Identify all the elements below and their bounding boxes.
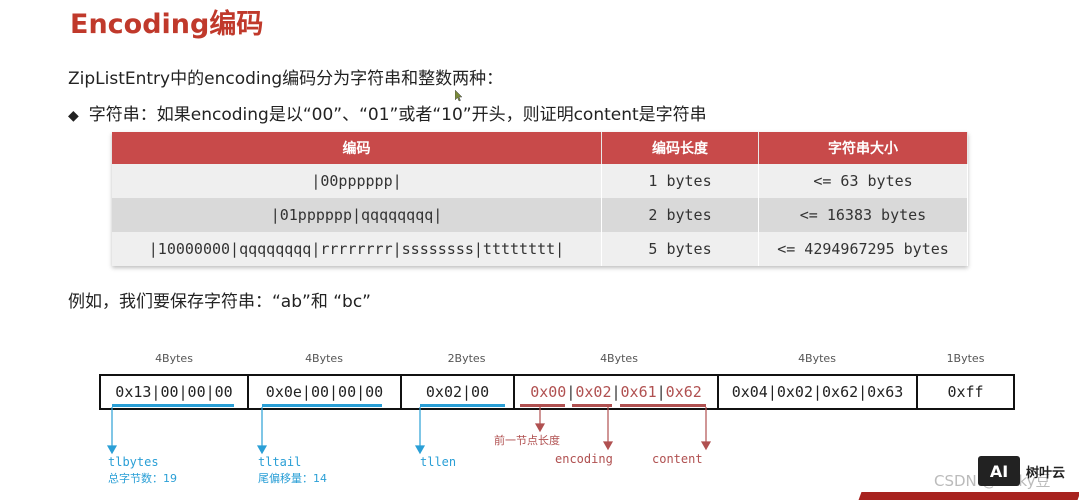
- table-cell: <= 4294967295 bytes: [758, 232, 968, 266]
- table-cell: 5 bytes: [601, 232, 759, 266]
- tltail-underline: [262, 404, 382, 407]
- prevlen-label: 前一节点长度: [494, 434, 560, 447]
- size-label: 1Bytes: [946, 352, 985, 365]
- table-row: |00pppppp| 1 bytes <= 63 bytes: [112, 164, 968, 198]
- content-value: 0x62: [665, 383, 702, 401]
- content-underline: [620, 404, 706, 407]
- example-text: 例如，我们要保存字符串：“ab”和 “bc”: [68, 292, 371, 312]
- table-row: |10000000|qqqqqqqq|rrrrrrrr|ssssssss|ttt…: [112, 232, 968, 266]
- encoding-underline: [572, 404, 612, 407]
- encoding-value: 0x02: [575, 383, 612, 401]
- content-value: 0x61: [620, 383, 657, 401]
- tlbytes-desc: 总字节数：19: [108, 472, 177, 485]
- prevlen-value: 0x00: [530, 383, 567, 401]
- bullet-line: ◆ 字符串：如果encoding是以“00”、“01”或者“10”开头，则证明co…: [68, 100, 707, 125]
- tltail-desc: 尾偏移量：14: [258, 472, 327, 485]
- tlbytes-label: tlbytes: [108, 455, 159, 469]
- footer-bar: [858, 492, 1079, 500]
- diamond-bullet-icon: ◆: [68, 108, 79, 124]
- mouse-cursor-icon: [455, 90, 463, 102]
- table-cell: 2 bytes: [601, 198, 759, 232]
- zlend-box: 0xff: [916, 374, 1015, 410]
- tllen-underline: [420, 404, 505, 407]
- size-label: 4Bytes: [600, 352, 638, 365]
- tllen-label: tllen: [420, 455, 457, 469]
- size-label: 2Bytes: [447, 352, 486, 365]
- prevlen-underline: [520, 404, 565, 407]
- entry-box: 0x00|0x02|0x61|0x62: [513, 374, 719, 410]
- table-header: 编码: [112, 132, 602, 164]
- size-label: 4Bytes: [798, 352, 836, 365]
- table-cell: 1 bytes: [601, 164, 759, 198]
- table-cell: |10000000|qqqqqqqq|rrrrrrrr|ssssssss|ttt…: [112, 232, 602, 266]
- tlbytes-underline: [112, 404, 234, 407]
- entry-box-2: 0x04|0x02|0x62|0x63: [717, 374, 918, 410]
- brand-name: 树叶云: [1026, 466, 1066, 481]
- encoding-label: encoding: [555, 452, 613, 466]
- table-cell: <= 16383 bytes: [758, 198, 968, 232]
- bullet-text: 字符串：如果encoding是以“00”、“01”或者“10”开头，则证明con…: [88, 105, 707, 125]
- intro-text: ZipListEntry中的encoding编码分为字符串和整数两种：: [68, 69, 504, 89]
- page-title: Encoding编码: [70, 9, 264, 40]
- size-label: 4Bytes: [305, 352, 343, 365]
- ai-logo: AI: [978, 456, 1020, 486]
- size-label: 4Bytes: [155, 352, 193, 365]
- table-cell: |00pppppp|: [112, 164, 602, 198]
- table-cell: |01pppppp|qqqqqqqq|: [112, 198, 602, 232]
- table-header: 编码长度: [601, 132, 759, 164]
- tltail-label: tltail: [258, 455, 302, 469]
- table-row: |01pppppp|qqqqqqqq| 2 bytes <= 16383 byt…: [112, 198, 968, 232]
- table-cell: <= 63 bytes: [758, 164, 968, 198]
- encoding-table: 编码 编码长度 字符串大小 |00pppppp| 1 bytes <= 63 b…: [112, 132, 968, 266]
- table-header: 字符串大小: [758, 132, 968, 164]
- table-header-row: 编码 编码长度 字符串大小: [112, 132, 968, 164]
- content-label: content: [652, 452, 703, 466]
